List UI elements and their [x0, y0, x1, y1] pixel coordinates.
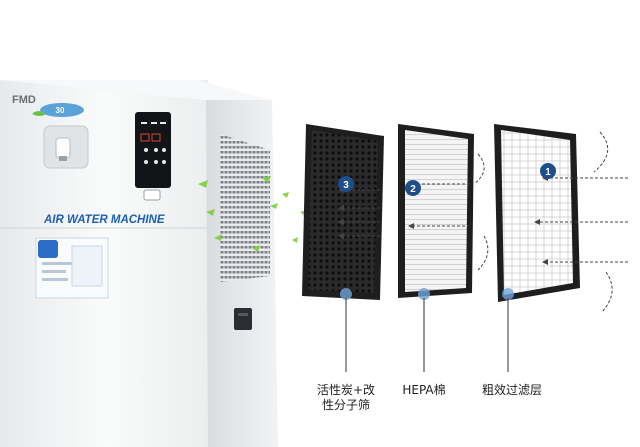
- product-name: AIR WATER MACHINE: [43, 214, 165, 226]
- certification-badge: [40, 103, 84, 117]
- filter-activated-carbon: [302, 124, 384, 300]
- filter-number-1: 1: [545, 167, 551, 178]
- badge-text: 30: [56, 106, 65, 115]
- air-water-machine: FMD 30 AIR WATER MACHINE: [0, 80, 278, 447]
- power-button[interactable]: [143, 189, 161, 201]
- leaf-icon: [32, 111, 46, 116]
- filter-number-2: 2: [410, 184, 416, 195]
- airflow-arrows: [344, 131, 628, 313]
- filter-label-hepa-line1: HEPA棉: [402, 383, 446, 397]
- filter-coarse: [494, 124, 580, 302]
- control-panel: [135, 112, 171, 188]
- filter-number-badge-2: 2: [405, 180, 421, 196]
- machine-top: [0, 80, 272, 100]
- brand-logo: FMD: [12, 94, 36, 106]
- filter-label-carbon: 活性炭+改 性分子筛: [300, 383, 392, 413]
- filter-label-hepa: HEPA棉: [388, 383, 460, 398]
- filter-label-carbon-line1: 活性炭+改: [316, 383, 376, 397]
- filter-hepa: [398, 124, 474, 300]
- filter-label-coarse: 粗效过滤层: [472, 383, 552, 398]
- filter-label-carbon-line2: 性分子筛: [321, 398, 370, 412]
- filter-number-3: 3: [343, 180, 349, 191]
- filter-number-badge-1: 1: [540, 163, 556, 179]
- side-handle: [234, 308, 252, 330]
- water-tap: [55, 137, 71, 159]
- filter-number-badge-3: 3: [338, 176, 354, 192]
- side-vent-grille: [220, 134, 270, 282]
- filter-label-coarse-line1: 粗效过滤层: [481, 383, 542, 397]
- callout-leader-lines: [345, 298, 509, 372]
